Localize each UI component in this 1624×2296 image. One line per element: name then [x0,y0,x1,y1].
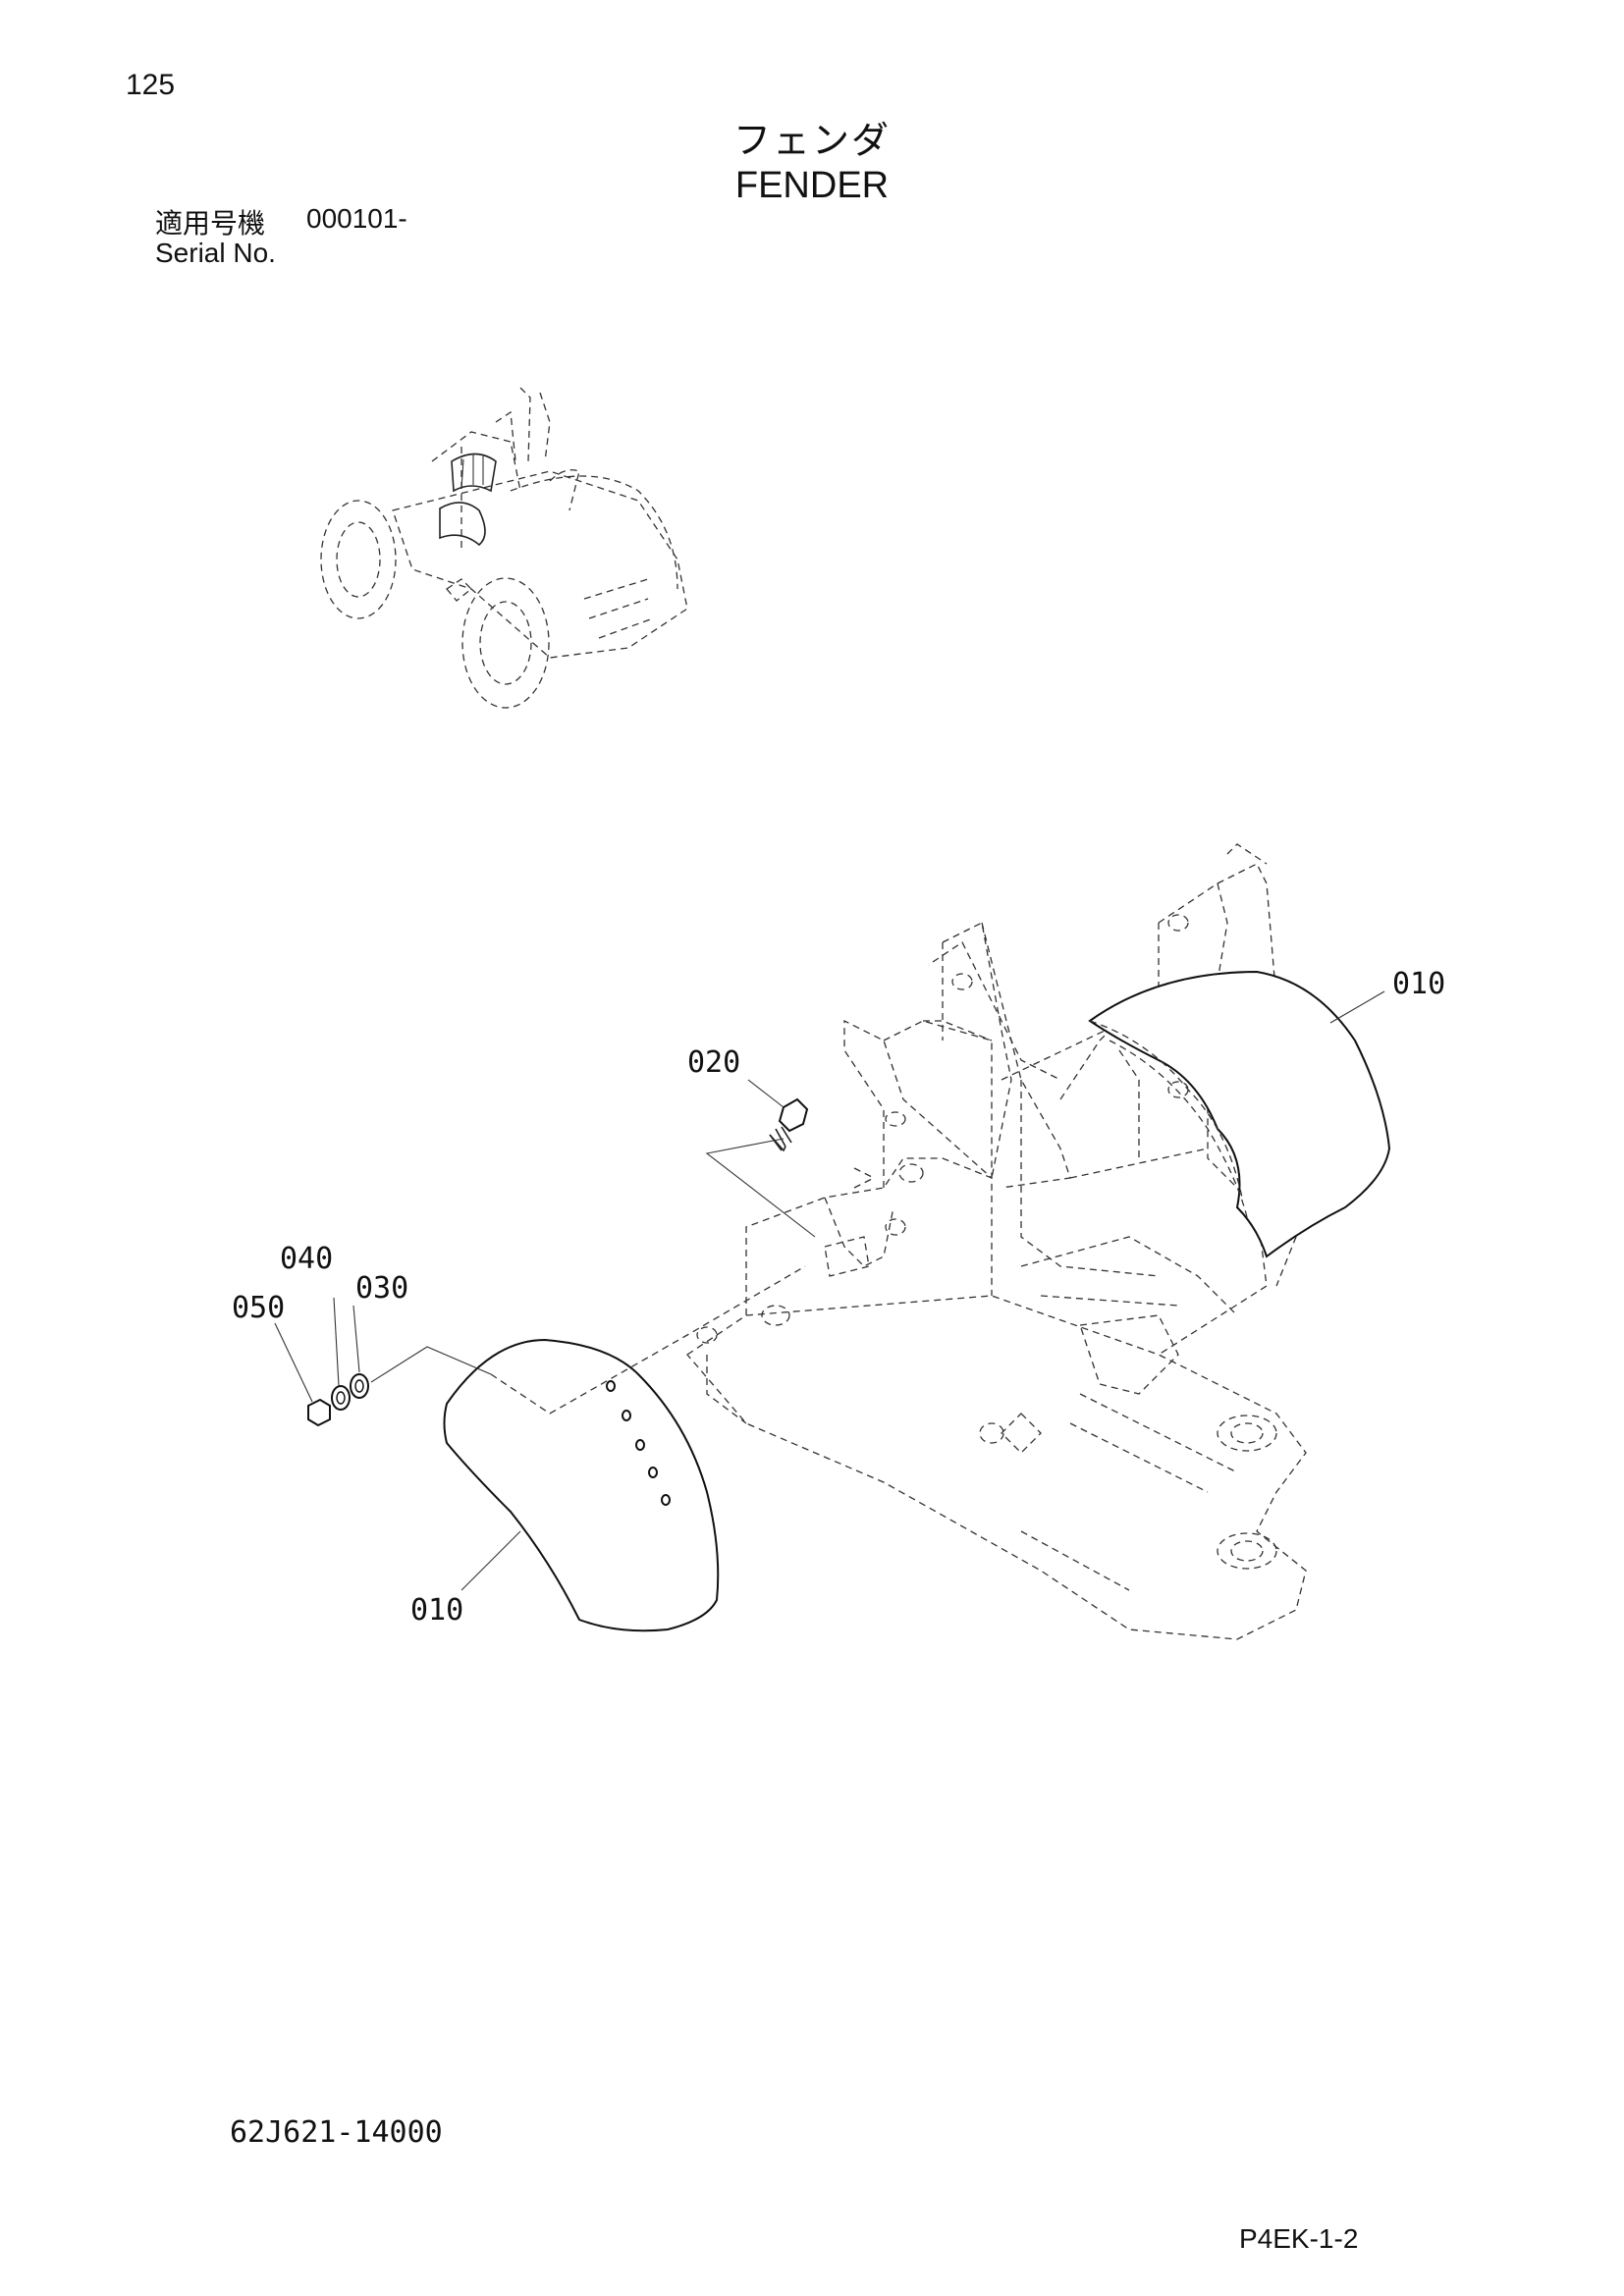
page-title-jp: フェンダ [732,119,891,162]
callout-010-left: 010 [410,1593,463,1628]
fender-left [443,1338,720,1632]
page-code: P4EK-1-2 [1239,2223,1359,2254]
drawing-number: 62J621-14000 [230,2115,443,2150]
leader-lines [274,990,1385,1591]
serial-number-value: 000101- [306,203,407,234]
serial-label-jp: 適用号機 [155,207,266,240]
callout-040: 040 [280,1242,333,1276]
callout-050: 050 [232,1291,285,1325]
page-title-en: FENDER [734,165,890,206]
hardware-stack [307,1373,369,1427]
page-number: 125 [126,69,176,101]
machine-overview-thumbnail [320,387,688,709]
callout-020: 020 [687,1045,740,1080]
callout-010-right: 010 [1392,967,1445,1001]
front-frame-outline [686,843,1307,1640]
serial-label-en: Serial No. [155,238,276,268]
bolt-020 [769,1097,809,1152]
fender-right [1088,970,1391,1258]
callout-030: 030 [355,1271,408,1306]
